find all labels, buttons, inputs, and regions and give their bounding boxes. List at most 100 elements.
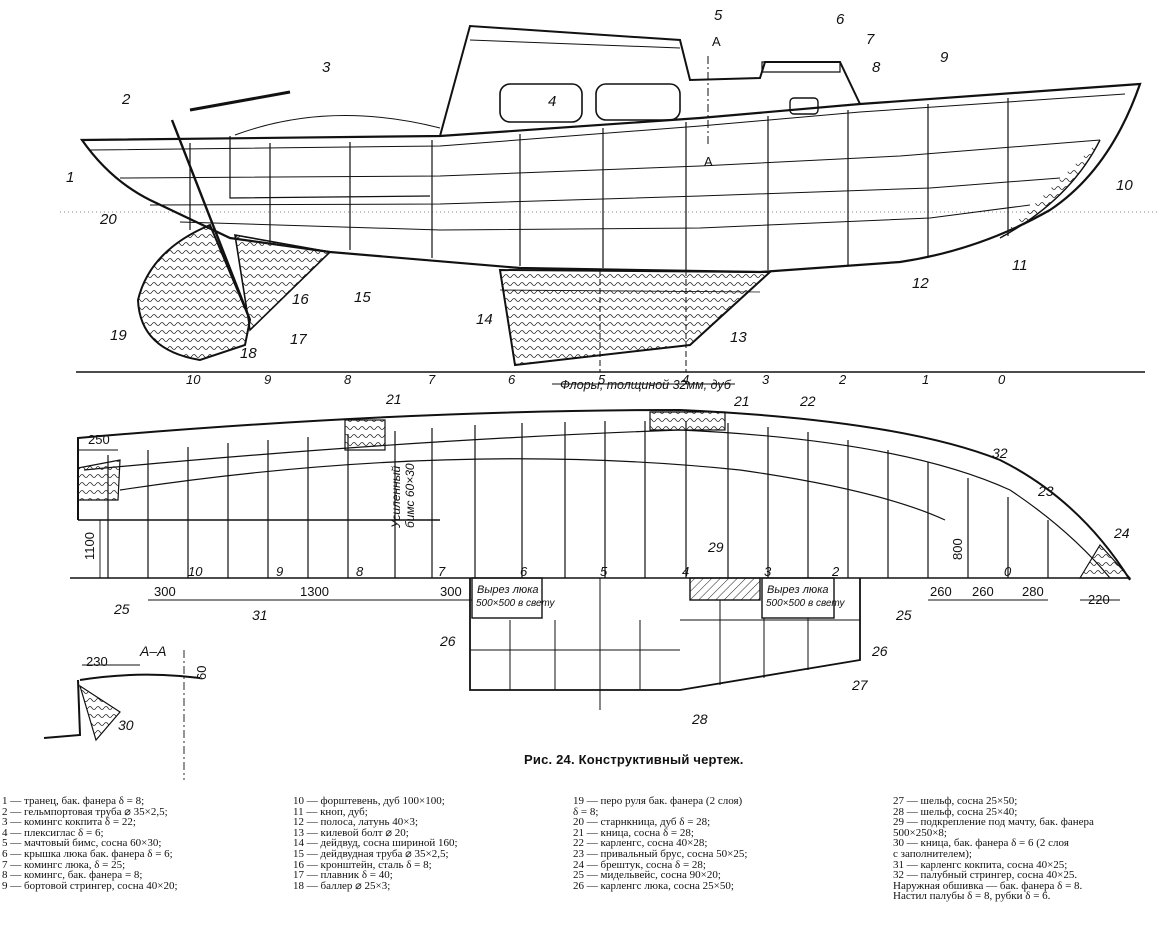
mast-support bbox=[689, 577, 761, 601]
callout-16: 16 bbox=[292, 291, 309, 308]
plan-callout-22-2: 22 bbox=[799, 393, 816, 409]
plan-callout-30-13: 30 bbox=[118, 717, 134, 733]
legend-item: 14 — дейдвуд, сосна шириной 160; bbox=[293, 837, 458, 850]
hatch-label-left-1: Вырез люка bbox=[477, 584, 539, 596]
dimension-260-6: 260 bbox=[930, 584, 952, 599]
legend-item: 24 — брештук, сосна δ = 28; bbox=[573, 858, 706, 871]
tiller bbox=[189, 90, 291, 112]
legend-item: 1 — транец, бак. фанера δ = 8; bbox=[2, 795, 145, 807]
legend-item: 32 — палубный стрингер, сосна 40×25. bbox=[893, 869, 1078, 882]
side-stringer bbox=[119, 139, 1101, 179]
legend-item: 8 — комингс, бак. фанера = 8; bbox=[2, 869, 143, 882]
section-mark-top: А bbox=[712, 34, 721, 49]
cabin-top-outline bbox=[469, 578, 861, 691]
plan-callout-26-8: 26 bbox=[439, 633, 456, 649]
legend-item: 13 — килевой болт ⌀ 20; bbox=[293, 826, 409, 839]
callout-6: 6 bbox=[836, 11, 845, 28]
plan-callout-29-12: 29 bbox=[707, 539, 724, 555]
station-10: 10 bbox=[186, 372, 201, 387]
keel-deadwood bbox=[498, 268, 773, 367]
station-3: 3 bbox=[762, 372, 770, 387]
legend-item: 17 — плавник δ = 40; bbox=[293, 869, 393, 882]
floors-label: Флоры, толщиной 32мм, дуб bbox=[560, 378, 732, 392]
deck-plan-view bbox=[43, 408, 1132, 780]
cabin-window-front bbox=[499, 83, 583, 123]
callout-18: 18 bbox=[240, 345, 257, 362]
cabin-window-rear bbox=[595, 83, 681, 121]
dimension-280-8: 280 bbox=[1022, 584, 1044, 599]
skeg bbox=[234, 234, 332, 332]
chine-stringer bbox=[179, 204, 1031, 231]
legend-item: 25 — мидельвейс, сосна 90×20; bbox=[573, 869, 721, 882]
stem bbox=[999, 139, 1101, 239]
callout-7: 7 bbox=[866, 31, 875, 48]
reinforced-beam-label-2: бимс 60×30 bbox=[403, 463, 417, 528]
plan-callout-26-9: 26 bbox=[871, 643, 888, 659]
plan-callout-21-1: 21 bbox=[733, 393, 750, 409]
plan-station-3: 3 bbox=[764, 564, 772, 579]
station-0: 0 bbox=[998, 372, 1006, 387]
dimension-1300-3: 1300 bbox=[300, 584, 329, 599]
legend-item: 500×250×8; bbox=[893, 826, 947, 839]
legend-item: 4 — плексиглас δ = 6; bbox=[2, 826, 104, 839]
station-9: 9 bbox=[264, 372, 271, 387]
callout-13: 13 bbox=[730, 329, 747, 346]
callout-14: 14 bbox=[476, 311, 493, 328]
dimension-lines bbox=[78, 449, 1120, 601]
legend-item: 15 — дейдвудная труба ⌀ 35×2,5; bbox=[293, 847, 449, 860]
callout-9: 9 bbox=[940, 49, 949, 66]
legend-item: Наружная обшивка — бак. фанера δ = 8. bbox=[893, 879, 1083, 892]
section-aa-knee bbox=[78, 684, 121, 742]
callout-15: 15 bbox=[354, 289, 371, 306]
legend-column-4: 27 — шельф, сосна 25×50;28 — шельф, сосн… bbox=[893, 796, 1094, 902]
dimension-250-0: 250 bbox=[88, 432, 110, 447]
plan-station-6: 6 bbox=[520, 564, 528, 579]
plan-station-5: 5 bbox=[600, 564, 608, 579]
section-aa-profile bbox=[43, 673, 201, 739]
plan-station-9: 9 bbox=[276, 564, 283, 579]
bilge-stringer bbox=[149, 177, 1061, 206]
legend-item: 12 — полоса, латунь 40×3; bbox=[293, 816, 419, 829]
legend-item: 16 — кронштейн, сталь δ = 8; bbox=[293, 858, 432, 871]
callout-19: 19 bbox=[110, 327, 127, 344]
cockpit-coaming bbox=[229, 136, 431, 199]
legend-item: 3 — комингс кокпита δ = 22; bbox=[2, 816, 136, 829]
legend-column-3: 19 — перо руля бак. фанера (2 слоя) δ = … bbox=[573, 796, 747, 891]
callout-4: 4 bbox=[548, 93, 556, 110]
legend-item: 23 — привальный брус, сосна 50×25; bbox=[573, 847, 748, 860]
legend-item: 2 — гельмпортовая труба ⌀ 35×2,5; bbox=[2, 805, 168, 818]
section-aa-title: А–А bbox=[139, 643, 166, 659]
legend-item: 10 — форштевень, дуб 100×100; bbox=[293, 795, 445, 807]
legend-item: 28 — шельф, сосна 25×40; bbox=[893, 805, 1018, 818]
plan-station-2: 2 bbox=[831, 564, 840, 579]
callout-5: 5 bbox=[714, 7, 723, 24]
legend-item: 22 — карленгс, сосна 40×28; bbox=[573, 837, 708, 850]
station-5: 5 bbox=[598, 372, 606, 387]
deck-stringer bbox=[83, 429, 1111, 579]
legend-item: 27 — шельф, сосна 25×50; bbox=[893, 795, 1018, 807]
plan-station-0: 0 bbox=[1004, 564, 1012, 579]
station-6: 6 bbox=[508, 372, 516, 387]
hatch-cover bbox=[761, 61, 841, 73]
callout-2: 2 bbox=[121, 91, 131, 108]
hatch-label-left-2: 500×500 в свету bbox=[476, 598, 556, 609]
plan-callout-27-10: 27 bbox=[851, 677, 869, 693]
cabin-top-frames bbox=[470, 578, 860, 710]
legend-item: 31 — карленгс кокпита, сосна 40×25; bbox=[893, 858, 1068, 871]
plan-callout-31-14: 31 bbox=[252, 607, 268, 623]
dimension-260-7: 260 bbox=[972, 584, 994, 599]
plan-callout-25-7: 25 bbox=[895, 607, 912, 623]
callout-10: 10 bbox=[1116, 177, 1133, 194]
callout-17: 17 bbox=[290, 331, 307, 348]
reinforced-beam-label-1: Усиленный bbox=[389, 465, 403, 529]
plan-callout-23-4: 23 bbox=[1037, 483, 1054, 499]
plan-callout-28-11: 28 bbox=[691, 711, 708, 727]
callout-1: 1 bbox=[66, 169, 74, 186]
legend-item: 20 — старнкница, дуб δ = 28; bbox=[573, 816, 711, 829]
hatch-label-right-1: Вырез люка bbox=[767, 584, 829, 596]
callout-3: 3 bbox=[322, 59, 331, 76]
legend-item: 26 — карленгс люка, сосна 25×50; bbox=[573, 879, 734, 892]
